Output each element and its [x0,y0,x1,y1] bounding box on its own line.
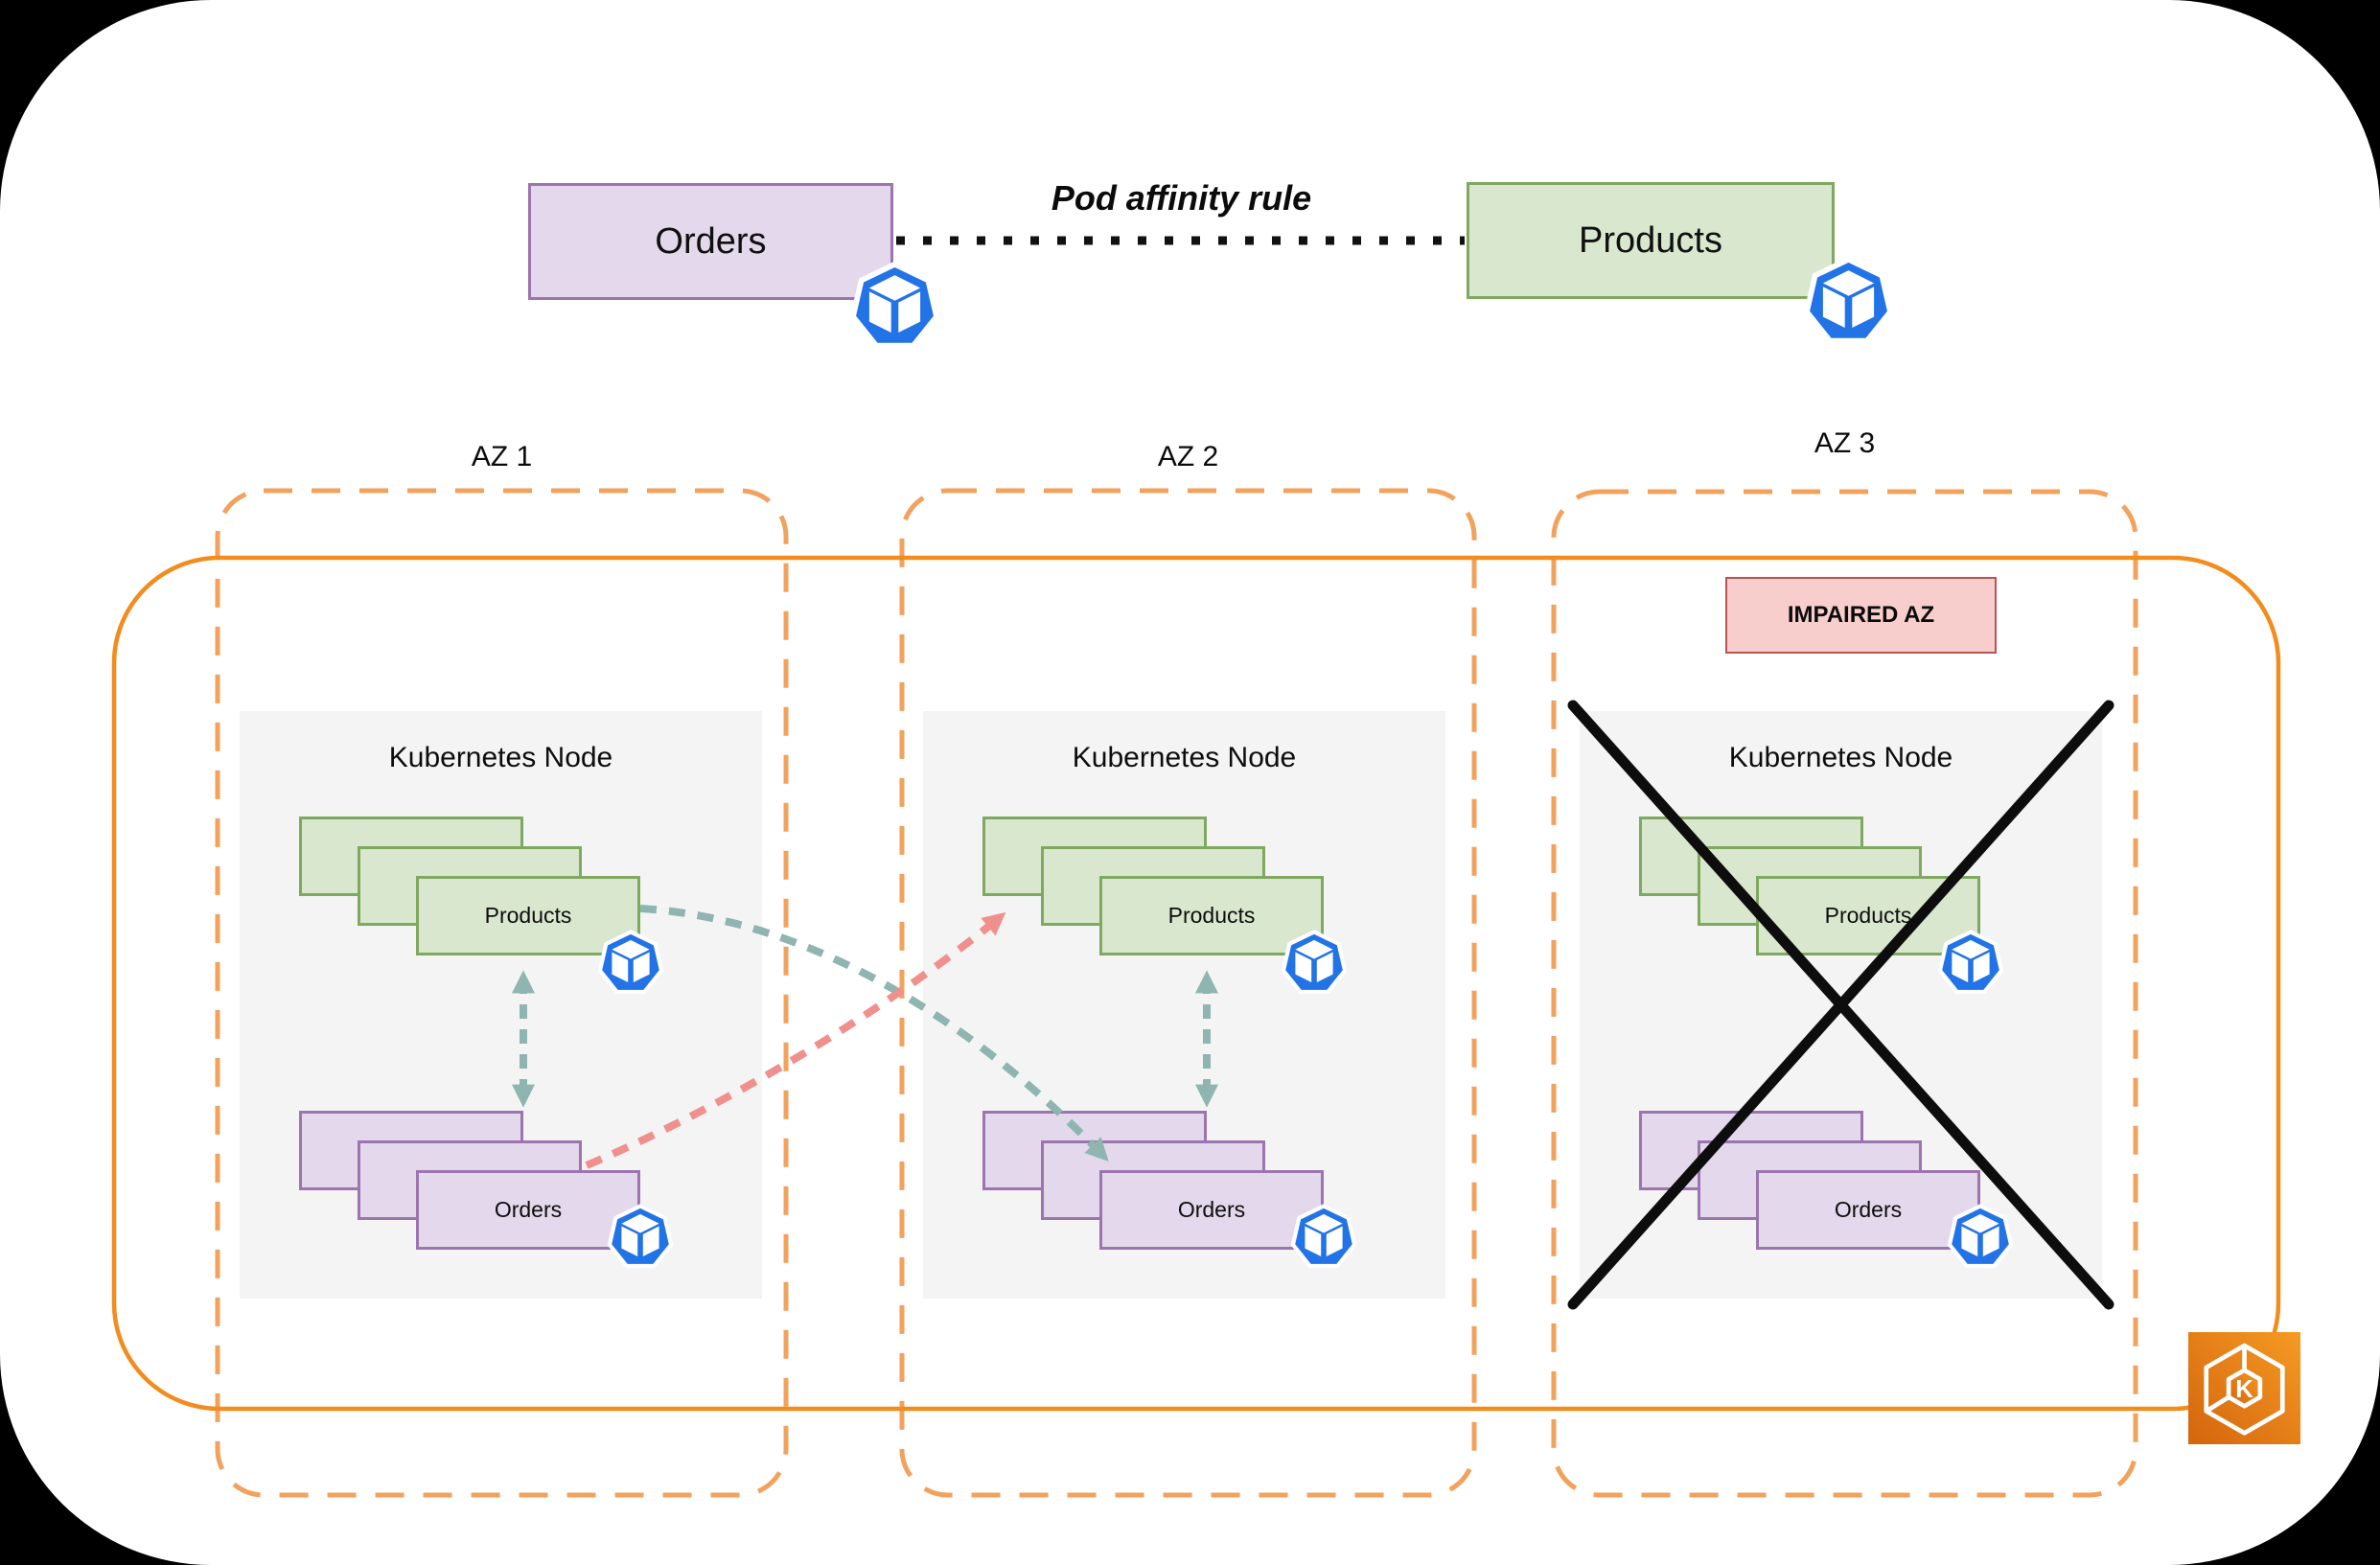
az1-kubernetes-node: Kubernetes Node Products Orders [240,711,762,1299]
kubernetes-pod-icon [1937,929,2004,996]
node-title: Kubernetes Node [1072,742,1297,773]
pod-affinity-rule-label: Pod affinity rule [1051,178,1312,218]
orders-pod-label: Orders [494,1197,563,1222]
kubernetes-pod-icon [1290,1203,1357,1270]
az3-label: AZ 3 [1814,427,1876,459]
impaired-az-banner-label: IMPAIRED AZ [1787,602,1935,628]
az1-label: AZ 1 [471,441,533,472]
kubernetes-pod-icon [1281,929,1348,996]
products-legend-box: Products [1467,182,1835,299]
orders-legend-box: Orders [528,183,893,300]
orders-pod-label: Orders [1177,1197,1246,1222]
node-title: Kubernetes Node [1728,742,1953,773]
impaired-az-banner: IMPAIRED AZ [1725,577,1997,654]
az3-kubernetes-node: Kubernetes Node Products Orders [1580,711,2102,1299]
amazon-eks-icon [2188,1332,2300,1444]
az2-label: AZ 2 [1157,441,1219,472]
products-pod-label: Products [1824,903,1912,928]
az2-kubernetes-node: Kubernetes Node Products Orders [923,711,1445,1299]
products-pod-label: Products [1167,903,1256,928]
kubernetes-pod-icon [849,260,940,351]
node-title: Kubernetes Node [388,742,613,773]
kubernetes-pod-icon [1947,1203,2014,1270]
kubernetes-pod-icon [607,1203,674,1270]
products-legend-label: Products [1579,219,1722,261]
products-pod-label: Products [484,903,572,928]
kubernetes-pod-icon [1803,255,1894,346]
orders-legend-label: Orders [655,220,767,262]
kubernetes-pod-icon [597,929,664,996]
orders-pod-label: Orders [1834,1197,1903,1222]
